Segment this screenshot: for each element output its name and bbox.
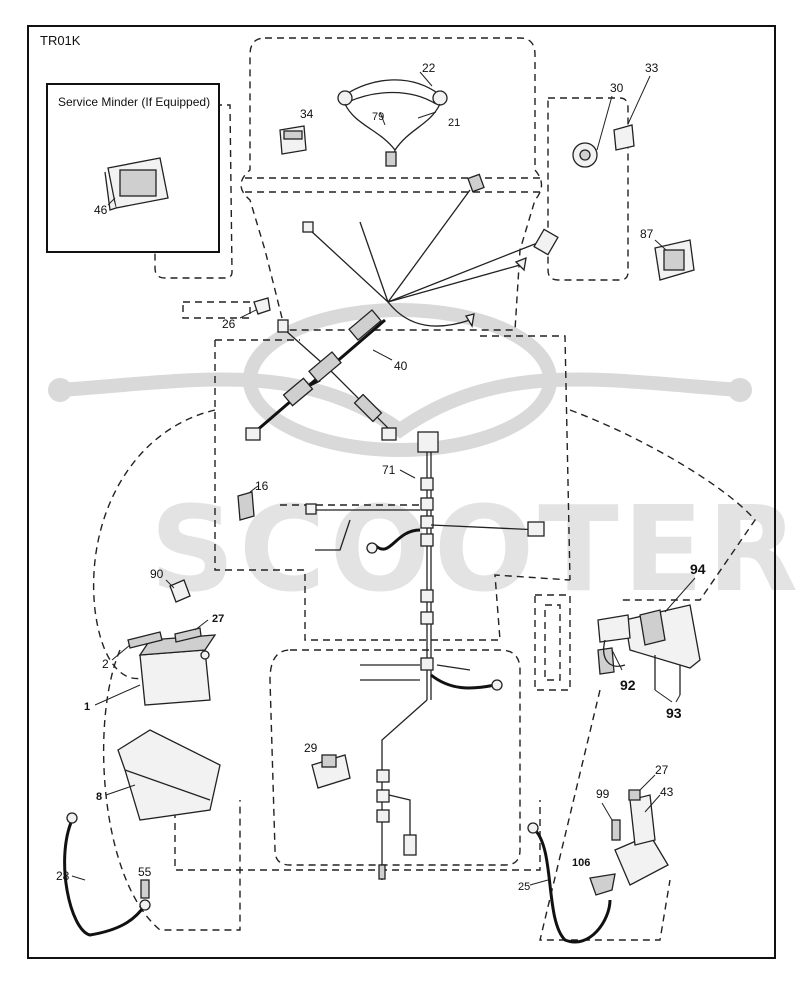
callout-22: 22 (422, 61, 436, 75)
switch-34 (279, 125, 307, 155)
callout-43: 43 (660, 785, 674, 799)
switch-29 (311, 754, 351, 789)
cable-25 (527, 822, 612, 944)
ignition-switch-30 (572, 95, 613, 168)
callout-labels: 22 79 21 34 30 33 87 46 26 40 71 16 90 2… (56, 61, 706, 893)
callout-106: 106 (572, 857, 590, 869)
callout-34: 34 (300, 107, 314, 121)
callout-21: 21 (448, 117, 460, 129)
callout-90: 90 (150, 567, 164, 581)
bolt-55 (140, 879, 150, 899)
callout-28: 28 (56, 869, 70, 883)
screw-99 (601, 802, 621, 841)
callout-2: 2 (102, 657, 109, 671)
watermark-text: SCOOTER (150, 480, 800, 618)
bolt-2 (111, 631, 163, 661)
callout-16: 16 (255, 479, 269, 493)
bolt-27-solenoid (628, 774, 656, 801)
tractor-outline (93, 37, 756, 941)
relay-16 (237, 485, 259, 521)
diagram-frame (27, 25, 776, 959)
callout-94: 94 (690, 561, 706, 577)
upper-wiring (302, 173, 559, 328)
callout-29: 29 (304, 741, 318, 755)
callout-46: 46 (94, 203, 108, 217)
callout-99: 99 (596, 787, 610, 801)
scooter-watermark: SCOOTER (48, 303, 800, 618)
callout-79: 79 (372, 111, 384, 123)
service-minder-part (104, 157, 169, 211)
callout-71: 71 (382, 463, 396, 477)
callout-26: 26 (222, 317, 236, 331)
inset-title: Service Minder (If Equipped) (58, 95, 210, 109)
battery-1 (94, 634, 217, 706)
connector-92 (597, 614, 631, 675)
callout-25: 25 (518, 881, 530, 893)
callout-93: 93 (666, 705, 682, 721)
callout-27-solenoid: 27 (655, 763, 669, 777)
switch-87 (654, 239, 695, 281)
callout-33: 33 (645, 61, 659, 75)
callout-55: 55 (138, 865, 152, 879)
callout-92: 92 (620, 677, 636, 693)
screws-93 (654, 655, 681, 703)
connector-26 (239, 297, 271, 319)
callout-40: 40 (394, 359, 408, 373)
callout-30: 30 (610, 81, 624, 95)
battery-cable-28 (63, 812, 151, 937)
headlight-harness (337, 71, 448, 167)
bolt-27-battery (174, 619, 209, 643)
bracket-106 (589, 873, 616, 896)
module-33 (613, 75, 651, 151)
part-90 (165, 579, 191, 603)
diagram-code: TR01K (40, 33, 81, 48)
module-94 (624, 577, 701, 669)
harness-40 (245, 309, 397, 441)
battery-tray-8 (105, 729, 221, 821)
harness-71 (305, 431, 545, 880)
callout-27-battery: 27 (212, 613, 224, 625)
callout-87: 87 (640, 227, 654, 241)
solenoid-43 (614, 794, 669, 886)
callout-8: 8 (96, 791, 102, 803)
service-minder-inset: Service Minder (If Equipped) (46, 83, 220, 253)
callout-1: 1 (84, 701, 90, 713)
